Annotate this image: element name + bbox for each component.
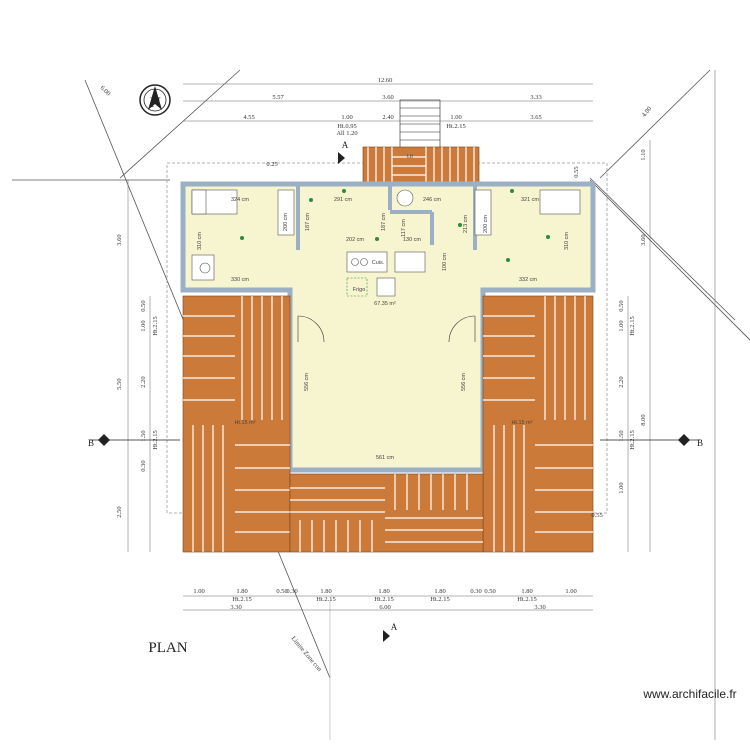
dimension-label: Ht.2.15 xyxy=(316,596,336,603)
dimension-label: 3.60 xyxy=(116,234,123,245)
dimension-label: 1.00 xyxy=(140,320,147,331)
dimension-label: 3.30 xyxy=(534,604,545,611)
dimension-label: Ht.0.95 xyxy=(337,123,357,130)
deck-left xyxy=(182,295,291,553)
room-dimension: 200 cm xyxy=(283,213,289,231)
dimension-label: 2.50 xyxy=(116,506,123,517)
dimension-label: 4.55 xyxy=(243,114,254,121)
dimension-label: 1.50 xyxy=(140,430,147,441)
room-dimension: 187 cm xyxy=(381,213,387,231)
room-dimension: 246 cm xyxy=(423,197,441,203)
room-dimension: 200 cm xyxy=(483,215,489,233)
dimension-label: 0.30 xyxy=(286,588,297,595)
room-dimension: 332 cm xyxy=(519,277,537,283)
terrace-top xyxy=(362,146,480,184)
dimension-label: 6.00 xyxy=(99,84,112,97)
stairs xyxy=(399,99,441,149)
section-label: B xyxy=(697,438,703,448)
building xyxy=(180,181,596,473)
section-label: B xyxy=(88,438,94,448)
dimension-label: 12.60 xyxy=(378,77,393,84)
limit-label: Limite Zone con xyxy=(290,635,324,673)
dimension-label: 1.80 xyxy=(378,588,389,595)
dimension-label: 2.20 xyxy=(140,376,147,387)
room-dimension: 330 cm xyxy=(231,277,249,283)
dimension-label: 1.80 xyxy=(236,588,247,595)
north-arrow-icon: N xyxy=(139,84,171,116)
dimension-label: 1.00 xyxy=(193,588,204,595)
dimension-label: 1.80 xyxy=(434,588,445,595)
dimension-label: 0.30 xyxy=(140,460,147,471)
room-dimension: 556 cm xyxy=(304,373,310,391)
dimension-label: 1.00 xyxy=(618,482,625,493)
dimension-label: 1.80 xyxy=(320,588,331,595)
dimension-label: Ht.2.15 xyxy=(430,596,450,603)
room-dimension: 324 cm xyxy=(231,197,249,203)
section-markers xyxy=(90,152,700,642)
dimension-label: All 1.20 xyxy=(336,130,357,137)
dimension-label: 1.50 xyxy=(618,430,625,441)
dimension-label: Ht.2.15 xyxy=(232,596,252,603)
dimension-label: 1.00 xyxy=(565,588,576,595)
dimension-label: Ht.2.15 xyxy=(152,430,159,450)
dimension-label: 6.00 xyxy=(379,604,390,611)
dimension-label: 8.00 xyxy=(640,414,647,425)
dimension-label: 3.60 xyxy=(382,94,393,101)
dimension-label: Ht.2.15 xyxy=(629,316,636,336)
kitchen-label: Lit xyxy=(407,154,413,160)
room-area: Ht.15 m² xyxy=(234,420,255,426)
dimension-label: 2.40 xyxy=(382,114,393,121)
room-dimension: 117 cm xyxy=(401,219,407,237)
room-dimension: 310 cm xyxy=(564,232,570,250)
dimension-label: 0.50 xyxy=(484,588,495,595)
section-label: A xyxy=(391,622,398,632)
dimension-label: Ht.2.15 xyxy=(517,596,537,603)
dimension-label: 1.00 xyxy=(618,320,625,331)
plan-title: PLAN xyxy=(148,640,187,656)
deck-bottom xyxy=(289,473,484,553)
dimension-label: 3.65 xyxy=(530,114,541,121)
dimension-label: 0.50 xyxy=(140,300,147,311)
room-area: 67.35 m² xyxy=(374,301,396,307)
room-dimension: 291 cm xyxy=(334,197,352,203)
dimension-label: Ht.2.15 xyxy=(374,596,394,603)
dimension-label: 4.00 xyxy=(641,105,654,118)
room-dimension: 213 cm xyxy=(463,215,469,233)
dimension-label: 1.00 xyxy=(450,114,461,121)
dimension-label: 0.50 xyxy=(618,300,625,311)
room-area: Ht.15 m² xyxy=(511,420,532,426)
room-dimension: 202 cm xyxy=(346,237,364,243)
dimension-label: 3.33 xyxy=(530,94,541,101)
dimension-label: 1.00 xyxy=(341,114,352,121)
room-dimension: 187 cm xyxy=(305,213,311,231)
dimension-label: Ht.2.15 xyxy=(446,123,466,130)
room-dimension: 321 cm xyxy=(521,197,539,203)
dimension-label: 0.55 xyxy=(573,166,580,177)
room-dimension: 100 cm xyxy=(442,253,448,271)
room-dimension: 310 cm xyxy=(197,232,203,250)
dimension-label: 0.50 xyxy=(276,588,287,595)
dimension-label: 0.25 xyxy=(266,161,277,168)
kitchen-label: Frigo xyxy=(353,287,366,293)
watermark: www.archifacile.fr xyxy=(642,687,736,701)
room-dimension: 556 cm xyxy=(461,373,467,391)
dimension-label: 3.30 xyxy=(230,604,241,611)
dimension-label: 0.55 xyxy=(591,512,602,519)
room-dimension: 561 cm xyxy=(376,455,394,461)
section-label: A xyxy=(342,140,349,150)
dimension-label: 1.10 xyxy=(640,149,647,160)
kitchen-label: Cuis. xyxy=(372,260,385,266)
dimension-label: 3.60 xyxy=(640,234,647,245)
room-dimension: 130 cm xyxy=(403,237,421,243)
dimension-label: 0.30 xyxy=(470,588,481,595)
dimension-label: Ht.2.15 xyxy=(152,316,159,336)
deck-right xyxy=(482,295,594,553)
dimension-label: 5.50 xyxy=(116,378,123,389)
dimension-label: Ht.2.15 xyxy=(629,430,636,450)
dimension-label: 5.57 xyxy=(272,94,284,101)
dimension-label: 1.80 xyxy=(521,588,532,595)
dimension-label: 2.20 xyxy=(618,376,625,387)
north-label: N xyxy=(150,95,161,111)
